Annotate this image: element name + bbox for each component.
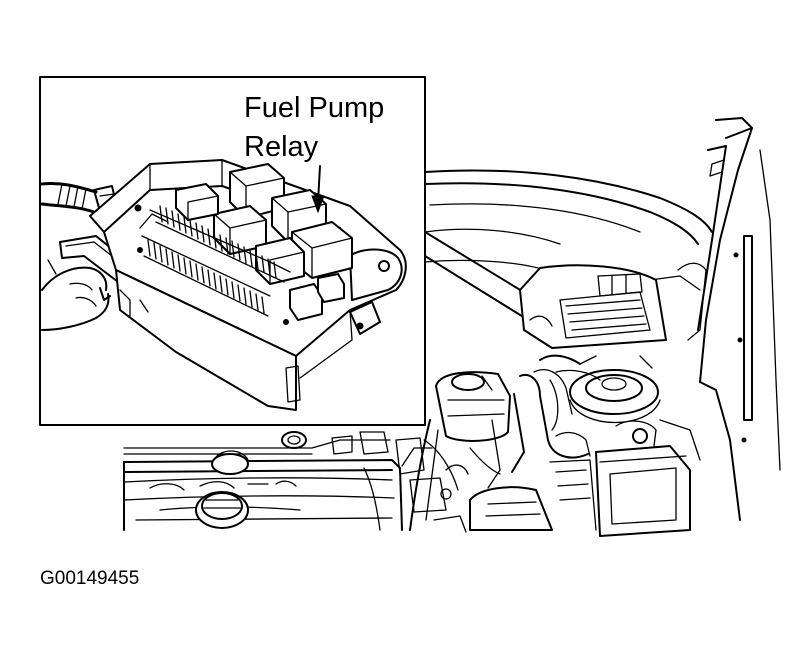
callout-label-line-1: Fuel Pump xyxy=(244,92,384,124)
figure-id: G00149455 xyxy=(40,568,139,589)
callout-arrow xyxy=(311,165,325,214)
hand-illustration xyxy=(41,259,111,331)
relay-fuse-box xyxy=(89,159,407,411)
callout-label-line-2: Relay xyxy=(244,131,319,163)
wire-harness xyxy=(40,182,121,227)
engine-bay-illustration xyxy=(123,117,781,537)
inset-detail-view: Fuel Pump Relay xyxy=(39,76,426,426)
fuse-row-upper xyxy=(149,205,291,283)
fuse-row-lower xyxy=(141,235,271,317)
